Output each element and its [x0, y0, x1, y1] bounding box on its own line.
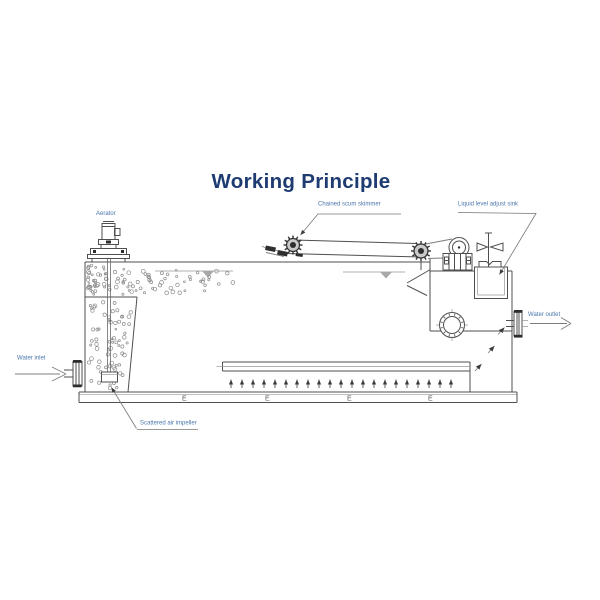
- pipe-flange-circle: [436, 309, 468, 341]
- drive-pulley: [448, 237, 470, 258]
- base-joint-mark: E: [265, 396, 270, 403]
- scattered-air-impeller: [101, 371, 118, 383]
- base-joint-mark: E: [428, 396, 433, 403]
- aeration-chamber: [85, 296, 138, 393]
- outlet-flange: [506, 310, 528, 338]
- label-chained-scum-skimmer: Chained scum skimmer: [318, 202, 381, 208]
- page-title: Working Principle: [212, 170, 391, 193]
- outlet-arrow: [530, 317, 572, 330]
- chained-scum-skimmer: [261, 235, 473, 271]
- scum-scrapers: [261, 245, 303, 257]
- liquid-level-adjust-sink: [474, 261, 508, 299]
- label-scattered-air-impeller: Scattered air impeller: [140, 421, 197, 427]
- base-joint-mark: E: [182, 396, 187, 403]
- sprocket-left: [283, 235, 303, 255]
- sprocket-right: [411, 241, 431, 261]
- skimmer-motor-mount: [442, 253, 473, 271]
- label-liquid-level-adjust-sink: Liquid level adjust sink: [458, 202, 519, 208]
- water-surface-symbol: [155, 270, 233, 278]
- impeller-shaft: [107, 258, 111, 372]
- clear-water-flow-arrows: [474, 327, 505, 372]
- label-water-inlet: Water inlet: [17, 356, 46, 362]
- aerator-assembly: [87, 221, 130, 262]
- label-water-outlet: Water outlet: [528, 312, 560, 318]
- base-joint-mark: E: [347, 396, 352, 403]
- upward-flow-arrows: [228, 379, 454, 388]
- handwheel-valve: [476, 232, 504, 267]
- water-surface-symbol: [343, 271, 405, 279]
- inlet-arrow: [15, 366, 67, 382]
- label-aerator: Aerator: [96, 211, 116, 217]
- diffuser-plate: [216, 361, 470, 372]
- inlet-flange: [64, 360, 83, 388]
- leader-lines: [111, 212, 537, 430]
- bubble-field: [85, 263, 236, 391]
- scum-chute: [406, 269, 430, 296]
